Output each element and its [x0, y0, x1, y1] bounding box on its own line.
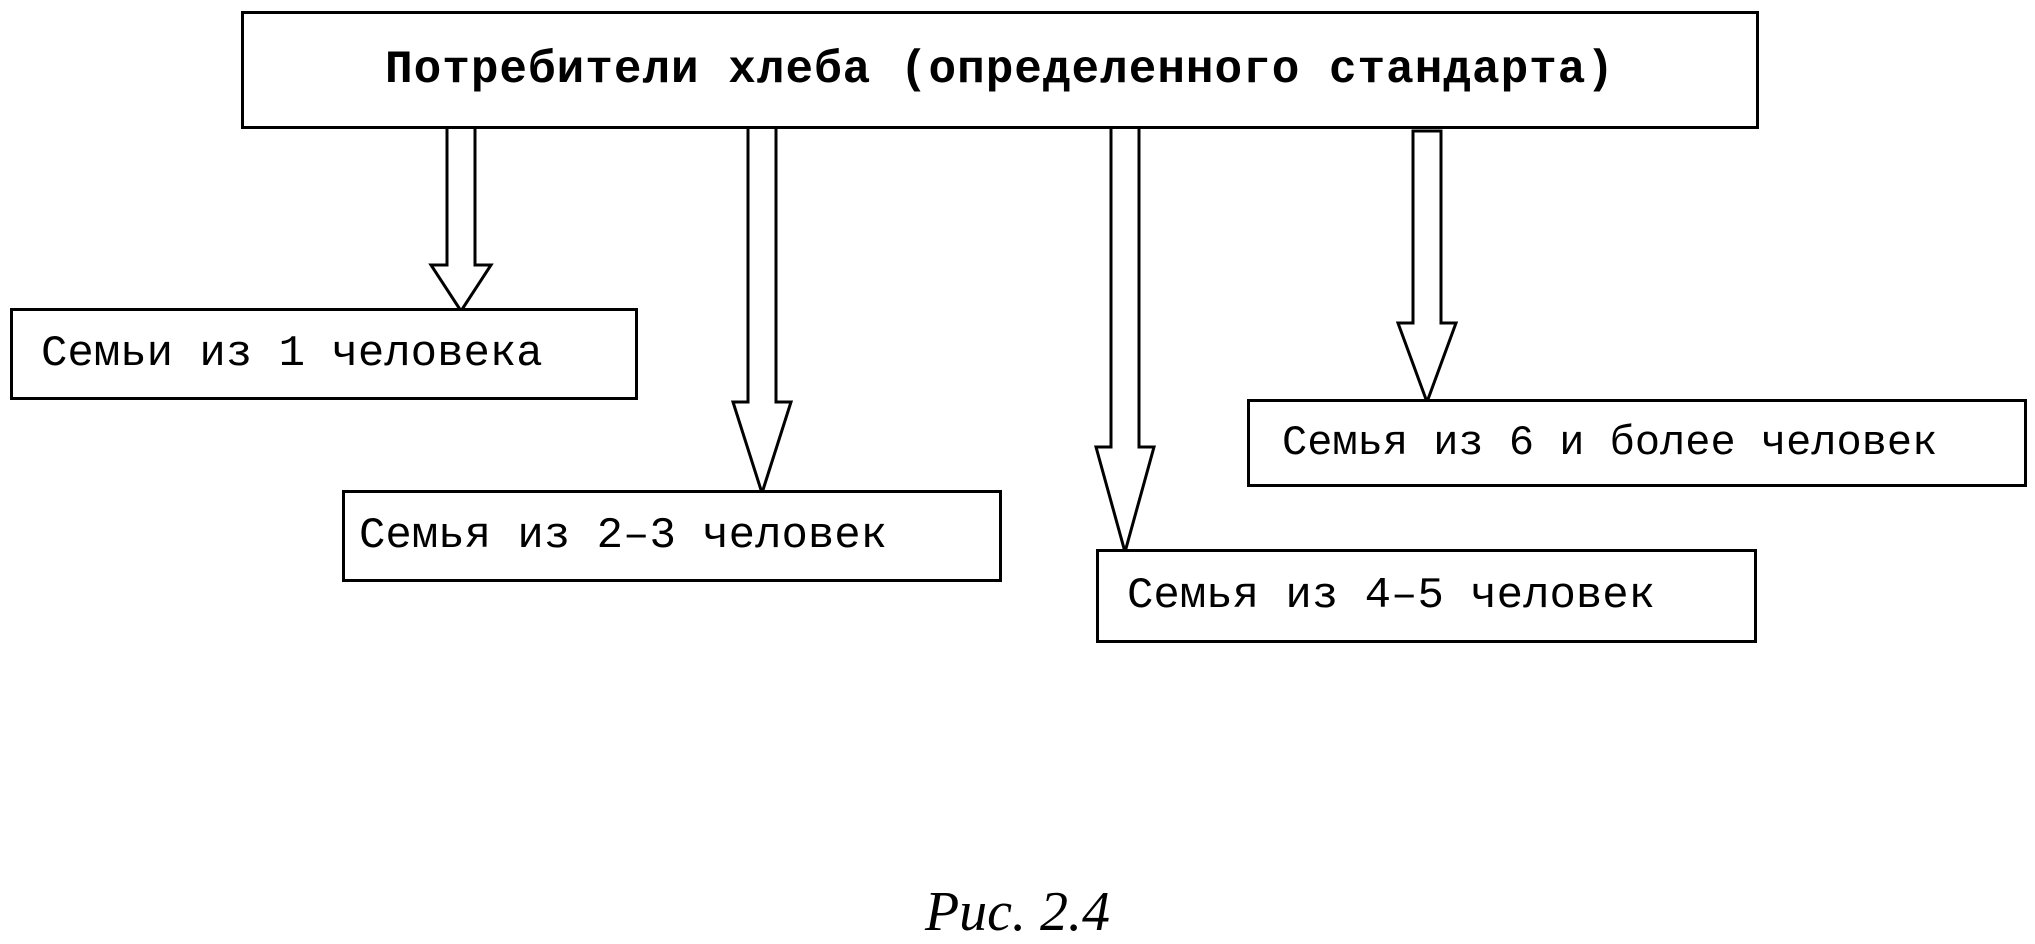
root-node: Потребители хлеба (определенного стандар… [241, 11, 1759, 129]
node-1-person: Семьи из 1 человека [10, 308, 638, 400]
node-4-5-persons: Семья из 4–5 человек [1096, 549, 1757, 643]
arrow-to-4-5-persons [1094, 119, 1156, 558]
node-6-plus-persons-label: Семья из 6 и более человек [1282, 419, 1938, 467]
node-6-plus-persons: Семья из 6 и более человек [1247, 399, 2027, 487]
figure-caption: Рис. 2.4 [924, 881, 1111, 943]
arrow-to-1-person [428, 119, 494, 314]
arrow-to-6-plus-persons [1395, 129, 1459, 407]
arrow-to-2-3-persons [730, 119, 794, 498]
node-2-3-persons-label: Семья из 2–3 человек [359, 511, 888, 561]
node-1-person-label: Семьи из 1 человека [41, 329, 543, 379]
node-2-3-persons: Семья из 2–3 человек [342, 490, 1002, 582]
root-node-label: Потребители хлеба (определенного стандар… [385, 44, 1615, 96]
node-4-5-persons-label: Семья из 4–5 человек [1127, 571, 1656, 621]
